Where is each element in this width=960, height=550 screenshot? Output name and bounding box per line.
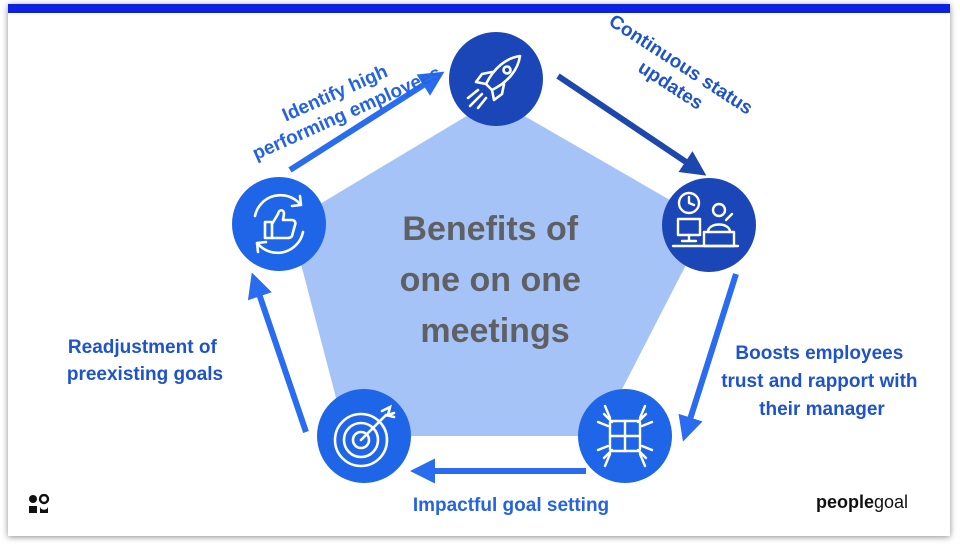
- benefits-diagram: Benefits of one on one meetings: [67, 11, 923, 516]
- center-pentagon: [290, 99, 708, 436]
- slide: Benefits of one on one meetings: [8, 4, 950, 536]
- peoplegoal-logo: peoplegoal: [816, 492, 908, 513]
- label-readjustment-goals: Readjustment of preexisting goals: [67, 337, 223, 385]
- puzzle-hands-circle: [578, 389, 672, 483]
- svg-text:Identify high performi: Identify high performing employees: [240, 42, 444, 165]
- svg-text:Continuous status upda: Continuous status updates: [592, 11, 760, 142]
- target-icon: [333, 404, 396, 468]
- rocket-icon: [466, 54, 522, 110]
- label-continuous-status-updates: Continuous status updates: [592, 11, 760, 142]
- target-circle: [317, 389, 411, 483]
- center-title: Benefits of one on one meetings: [400, 210, 591, 350]
- label-impactful-goal-setting: Impactful goal setting: [413, 495, 609, 516]
- thumbs-up-circle: [232, 177, 326, 271]
- label-boosts-trust: Boosts employees trust and rapport with …: [721, 343, 923, 420]
- rocket-circle: [449, 32, 543, 126]
- arrow-bottom-left-to-left: [247, 272, 309, 433]
- puzzle-hands-icon: [596, 404, 654, 468]
- desk-worker-circle: [662, 178, 756, 272]
- arrow-left-to-top: [288, 71, 445, 173]
- desk-clock-worker-icon: [671, 191, 740, 248]
- arrow-top-to-right: [556, 73, 707, 176]
- brand-light: goal: [874, 492, 909, 512]
- arrow-right-to-bottom-right: [678, 273, 739, 442]
- label-identify-high-performing: Identify high performing employees: [240, 42, 445, 165]
- brand-mark-icon: [28, 493, 50, 518]
- thumbs-up-cycle-icon: [253, 193, 305, 255]
- brand-bold: people: [816, 492, 875, 512]
- top-accent-bar: [8, 4, 950, 13]
